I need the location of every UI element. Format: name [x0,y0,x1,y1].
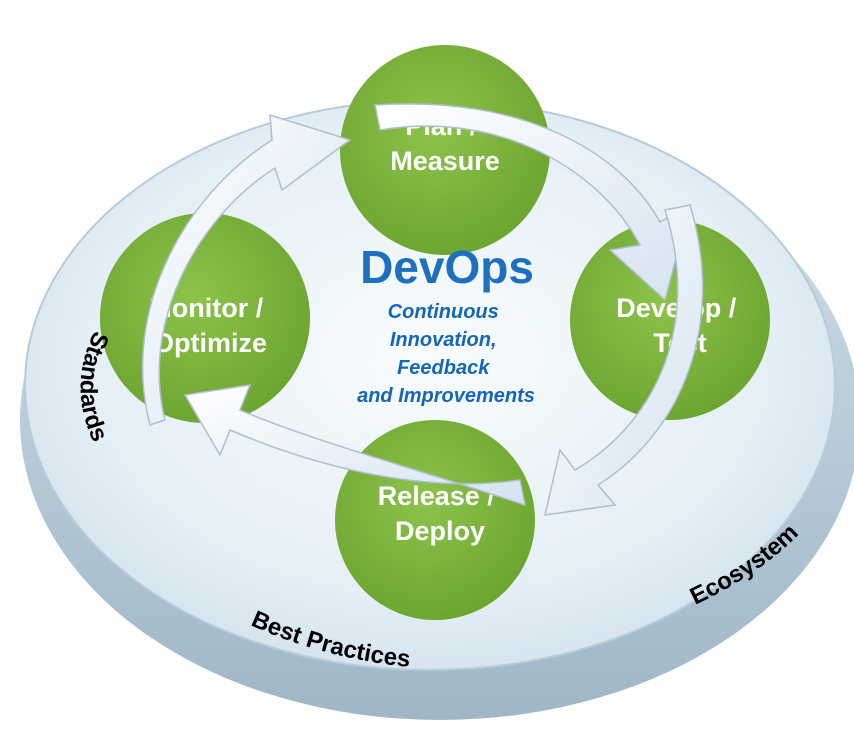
node-plan: Plan / Measure [340,45,550,255]
svg-text:Release / Deploy: Release / Deploy [378,481,503,546]
arrow-monitor-to-plan [141,113,352,426]
center-subtitle-line-4: and Improvements [357,385,535,407]
node-release-line-2: Deploy [395,516,485,546]
node-monitor-line-2: Optimize [153,328,267,358]
center-block: DevOps Continuous Innovation, Feedback a… [357,241,535,407]
center-subtitle-line-3: Feedback [397,357,490,379]
center-subtitle-line-2: Innovation, [390,329,497,351]
center-subtitle-line-1: Continuous [388,301,499,323]
svg-text:Continuous Innovation,: Continuous Innovation, Feedback and Impr… [357,301,535,407]
node-release: Release / Deploy [335,420,535,620]
cycle-arrows [141,103,704,516]
node-develop-circle [570,220,770,420]
node-plan-line-2: Measure [390,146,500,176]
arrow-develop-to-release [544,204,704,516]
node-plan-circle [340,45,550,255]
arrow-release-to-monitor [183,384,526,507]
center-title: DevOps [360,241,534,293]
